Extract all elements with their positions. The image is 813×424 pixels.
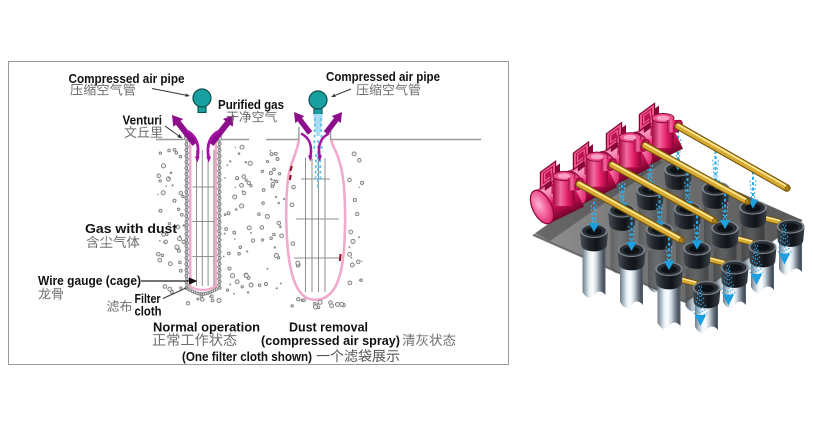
svg-text:Normal operation: Normal operation — [153, 320, 260, 335]
svg-text:(compressed air spray): (compressed air spray) — [261, 333, 400, 348]
svg-text:Venturi: Venturi — [123, 113, 163, 128]
svg-text:(One filter cloth shown): (One filter cloth shown) — [182, 349, 312, 364]
svg-text:Purified gas: Purified gas — [218, 97, 284, 112]
svg-text:Wire gauge (cage): Wire gauge (cage) — [38, 273, 141, 288]
svg-text:Gas with dust: Gas with dust — [85, 221, 178, 236]
svg-text:Dust removal: Dust removal — [289, 320, 368, 335]
svg-text:Filter: Filter — [135, 291, 161, 306]
svg-text:Compressed air pipe: Compressed air pipe — [69, 71, 185, 86]
svg-text:Compressed air pipe: Compressed air pipe — [326, 69, 440, 84]
svg-text:cloth: cloth — [135, 304, 162, 319]
